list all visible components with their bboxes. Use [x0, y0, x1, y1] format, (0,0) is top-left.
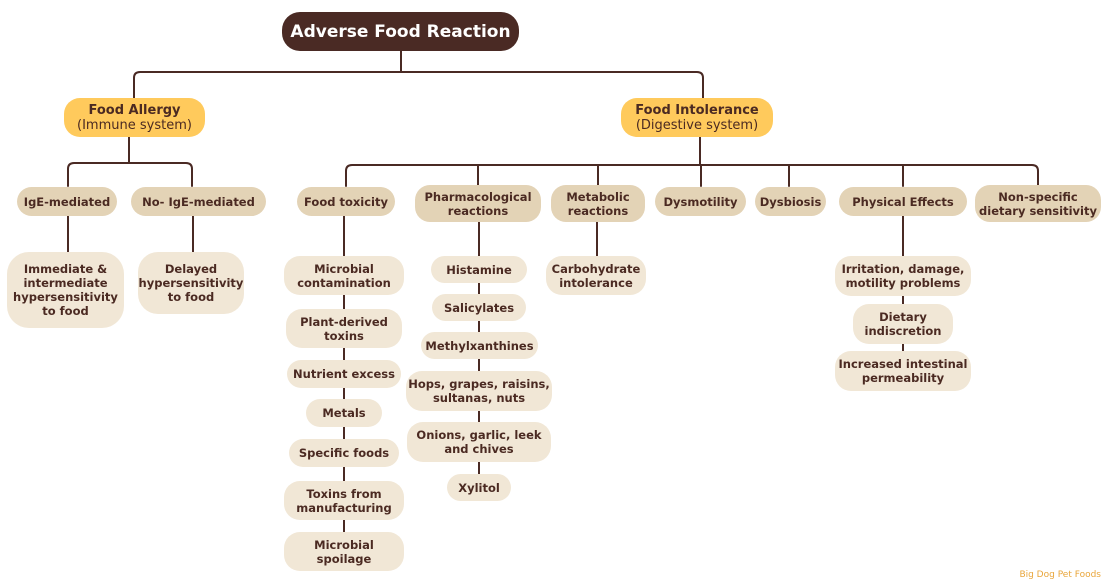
root-node: Adverse Food Reaction — [282, 12, 519, 51]
leaf-line: Hops, grapes, raisins, — [408, 377, 550, 391]
leaf-line: Nutrient excess — [293, 367, 395, 381]
dysmotility-node: Dysmotility — [655, 187, 746, 216]
root-label: Adverse Food Reaction — [290, 21, 511, 42]
category-line: dietary sensitivity — [979, 203, 1097, 218]
leaf-line: sultanas, nuts — [432, 391, 526, 405]
metals-node: Metals — [306, 399, 382, 427]
irritation-damage-node: Irritation, damage, motility problems — [835, 256, 971, 296]
delayed-hypersensitivity-node: Delayed hypersensitivity to food — [138, 252, 244, 314]
methylxanthines-node: Methylxanthines — [421, 332, 538, 359]
food-allergy-subtitle: (Immune system) — [77, 117, 192, 133]
category-line: Non-specific — [998, 189, 1078, 204]
salicylates-node: Salicylates — [432, 294, 526, 321]
dysbiosis-label: Dysbiosis — [759, 194, 822, 209]
leaf-line: Immediate & — [23, 262, 108, 276]
category-line: Metabolic — [566, 189, 630, 204]
toxins-from-manufacturing-node: Toxins from manufacturing — [284, 481, 404, 520]
specific-foods-node: Specific foods — [289, 439, 399, 467]
non-specific-sensitivity-node: Non-specific dietary sensitivity — [975, 185, 1101, 222]
leaf-line: Histamine — [446, 262, 512, 277]
leaf-line: to food — [42, 304, 89, 318]
non-ige-mediated-label: No- IgE-mediated — [142, 194, 255, 209]
leaf-line: hypersensitivity — [138, 276, 244, 290]
food-allergy-node: Food Allergy (Immune system) — [64, 98, 205, 137]
leaf-line: permeability — [861, 371, 945, 385]
leaf-line: Toxins from — [306, 486, 382, 501]
nutrient-excess-node: Nutrient excess — [287, 360, 401, 388]
leaf-line: Carbohydrate — [551, 261, 641, 276]
dysmotility-label: Dysmotility — [663, 194, 738, 209]
pharmacological-reactions-node: Pharmacological reactions — [415, 185, 541, 222]
leaf-line: hypersensitivity — [13, 290, 118, 304]
hops-grapes-node: Hops, grapes, raisins, sultanas, nuts — [406, 371, 552, 411]
leaf-line: Specific foods — [298, 446, 390, 460]
leaf-line: manufacturing — [296, 500, 392, 515]
leaf-line: to food — [167, 290, 215, 304]
ige-mediated-label: IgE-mediated — [23, 194, 111, 209]
food-intolerance-title: Food Intolerance — [635, 102, 759, 118]
histamine-node: Histamine — [431, 256, 527, 283]
leaf-line: Plant-derived — [300, 314, 388, 329]
ige-mediated-node: IgE-mediated — [17, 187, 117, 216]
leaf-line: Dietary — [879, 310, 927, 324]
plant-derived-toxins-node: Plant-derived toxins — [286, 309, 402, 348]
leaf-line: Methylxanthines — [425, 338, 534, 353]
leaf-line: toxins — [324, 328, 364, 343]
food-intolerance-node: Food Intolerance (Digestive system) — [621, 98, 773, 137]
category-line: reactions — [447, 203, 509, 218]
leaf-line: Onions, garlic, leek — [416, 428, 542, 442]
food-toxicity-node: Food toxicity — [297, 187, 395, 216]
increased-permeability-node: Increased intestinal permeability — [835, 351, 971, 391]
xylitol-node: Xylitol — [447, 474, 511, 501]
leaf-line: Salicylates — [443, 300, 515, 315]
immediate-hypersensitivity-node: Immediate & intermediate hypersensitivit… — [7, 252, 124, 328]
leaf-line: Microbial — [314, 261, 374, 276]
dysbiosis-node: Dysbiosis — [755, 187, 826, 216]
food-allergy-title: Food Allergy — [88, 102, 181, 118]
microbial-contamination-node: Microbial contamination — [284, 256, 404, 295]
leaf-line: spoilage — [316, 551, 372, 566]
leaf-line: Delayed — [164, 262, 218, 276]
leaf-line: indiscretion — [864, 324, 942, 338]
microbial-spoilage-node: Microbial spoilage — [284, 532, 404, 571]
leaf-line: motility problems — [845, 276, 961, 290]
dietary-indiscretion-node: Dietary indiscretion — [853, 304, 953, 344]
physical-effects-label: Physical Effects — [852, 194, 954, 209]
leaf-line: contamination — [297, 275, 391, 290]
leaf-line: Irritation, damage, — [841, 262, 965, 276]
leaf-line: Xylitol — [458, 480, 500, 495]
category-line: Pharmacological — [424, 189, 532, 204]
metabolic-reactions-node: Metabolic reactions — [551, 185, 645, 222]
food-intolerance-subtitle: (Digestive system) — [635, 117, 759, 133]
leaf-line: intolerance — [559, 275, 633, 290]
carbohydrate-intolerance-node: Carbohydrate intolerance — [546, 256, 646, 295]
credit-text: Big Dog Pet Foods — [1019, 570, 1101, 580]
onions-garlic-node: Onions, garlic, leek and chives — [407, 422, 551, 462]
category-line: reactions — [567, 203, 629, 218]
non-ige-mediated-node: No- IgE-mediated — [131, 187, 266, 216]
leaf-line: and chives — [444, 442, 514, 456]
leaf-line: Increased intestinal — [838, 357, 968, 371]
physical-effects-node: Physical Effects — [839, 187, 967, 216]
food-toxicity-label: Food toxicity — [304, 194, 388, 209]
leaf-line: Microbial — [314, 537, 374, 552]
leaf-line: intermediate — [23, 276, 108, 290]
leaf-line: Metals — [322, 406, 366, 420]
